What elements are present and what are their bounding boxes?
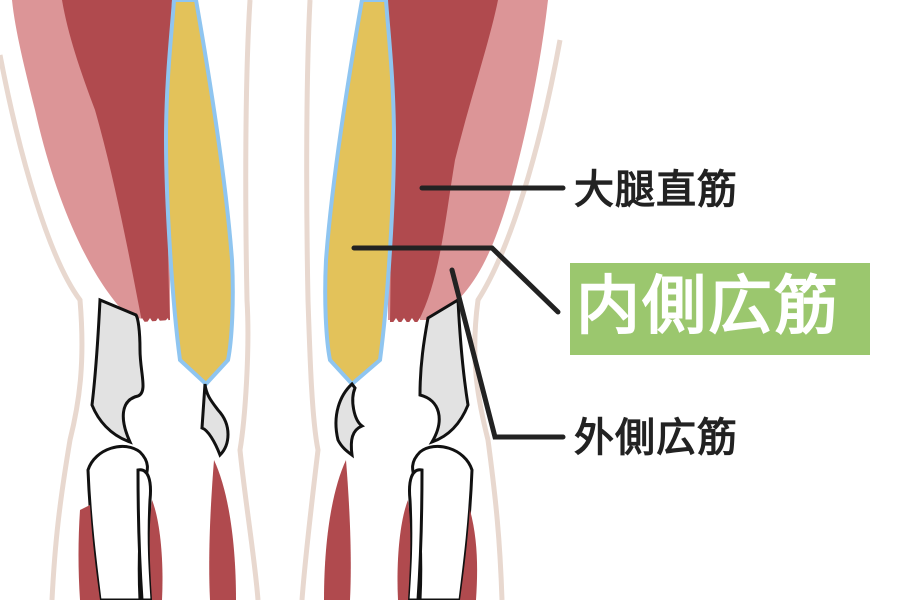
left-lower-muscle-mid <box>149 500 163 600</box>
right-lower-muscle-mid <box>397 500 411 600</box>
left-lower-muscle-outer <box>78 505 100 600</box>
left-leg <box>0 0 261 600</box>
left-fibula <box>136 468 154 600</box>
left-rectus-femoris <box>62 0 172 322</box>
right-lower-muscle-outer <box>460 505 478 600</box>
right-femur <box>418 297 470 445</box>
highlight-box <box>570 263 870 355</box>
left-vastus-medialis <box>163 0 235 387</box>
left-leg-skin-outer <box>0 54 85 600</box>
right-fibula <box>406 468 424 600</box>
right-rectus-femoris <box>386 0 498 322</box>
left-femur <box>90 297 145 445</box>
right-vastus-medialis <box>323 0 397 387</box>
label-vastus-lateralis: 外側広筋 <box>574 415 738 461</box>
label-vastus-medialis: 内側広筋 <box>576 270 840 344</box>
leader-line-vastus-medialis <box>351 245 561 315</box>
left-lower-muscle-inner <box>209 460 236 600</box>
leader-lines <box>351 185 566 440</box>
right-lower-muscle-inner <box>324 460 351 600</box>
label-rectus-femoris: 大腿直筋 <box>574 167 738 213</box>
left-leg-skin-inner <box>237 0 261 600</box>
leader-line-vastus-lateralis <box>449 267 566 440</box>
left-femur-condyle <box>200 383 230 458</box>
right-tendon-edge <box>386 318 420 330</box>
right-leg <box>299 0 563 600</box>
right-leg-skin-inner <box>299 0 321 600</box>
left-tendon-edge <box>132 318 170 330</box>
right-femur-condyle <box>334 381 366 459</box>
